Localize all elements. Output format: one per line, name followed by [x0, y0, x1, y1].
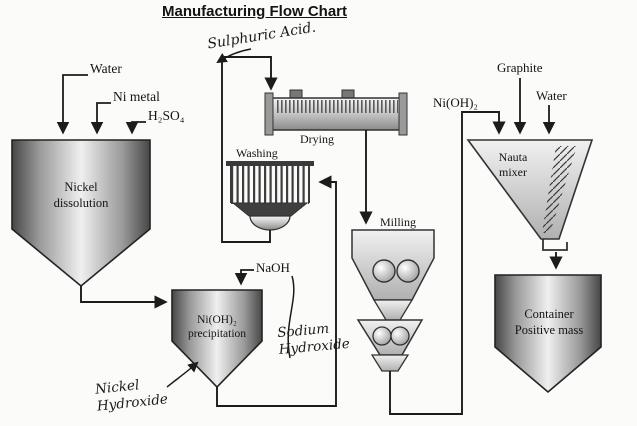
unit-label-nickel-dissolution: Nickel dissolution — [14, 180, 148, 211]
unit-label-drying: Drying — [300, 132, 334, 146]
container-line2: Positive mass — [514, 322, 584, 337]
container-vessel — [494, 274, 602, 394]
feed-label-water-left: Water — [90, 61, 122, 76]
feed-label-h2so4: H₂SO₄ — [148, 108, 185, 123]
drying-unit — [264, 89, 408, 136]
page-title: Manufacturing Flow Chart — [162, 3, 347, 20]
nickel-dissolution-line1: Nickel — [64, 180, 98, 194]
nauta-mixer-line1: Nauta — [498, 150, 528, 164]
milling-unit — [351, 229, 435, 372]
feed-label-nioh2: Ni(OH)₂ — [433, 95, 478, 110]
unit-label-milling: Milling — [380, 215, 417, 229]
unit-label-container: Container Positive mass — [499, 307, 599, 338]
annotation-sodium-hydroxide: Sodium Hydroxide — [277, 319, 351, 359]
feed-label-graphite: Graphite — [497, 60, 543, 75]
nauta-mixer-line2: mixer — [499, 165, 527, 179]
feed-label-ni-metal: Ni metal — [113, 89, 160, 104]
unit-label-nauta-mixer: Nauta mixer — [470, 150, 556, 180]
feed-label-naoh: NaOH — [256, 260, 290, 275]
unit-label-washing: Washing — [236, 146, 278, 160]
nickel-dissolution-line2: dissolution — [53, 195, 109, 210]
feed-label-water-right: Water — [536, 88, 567, 103]
precipitation-line2: precipitation — [187, 328, 247, 341]
flow-lines — [80, 56, 563, 415]
washing-unit — [226, 161, 314, 231]
handwritten-strokes — [166, 48, 295, 388]
container-line1: Container — [524, 307, 574, 321]
nauta-mixer-unit — [466, 139, 594, 251]
precipitation-line1: Ni(OH)₂ — [197, 314, 237, 326]
nickel-dissolution-vessel — [11, 139, 151, 288]
unit-label-precipitation: Ni(OH)₂ precipitation — [174, 313, 260, 342]
feed-arrows — [56, 74, 556, 286]
